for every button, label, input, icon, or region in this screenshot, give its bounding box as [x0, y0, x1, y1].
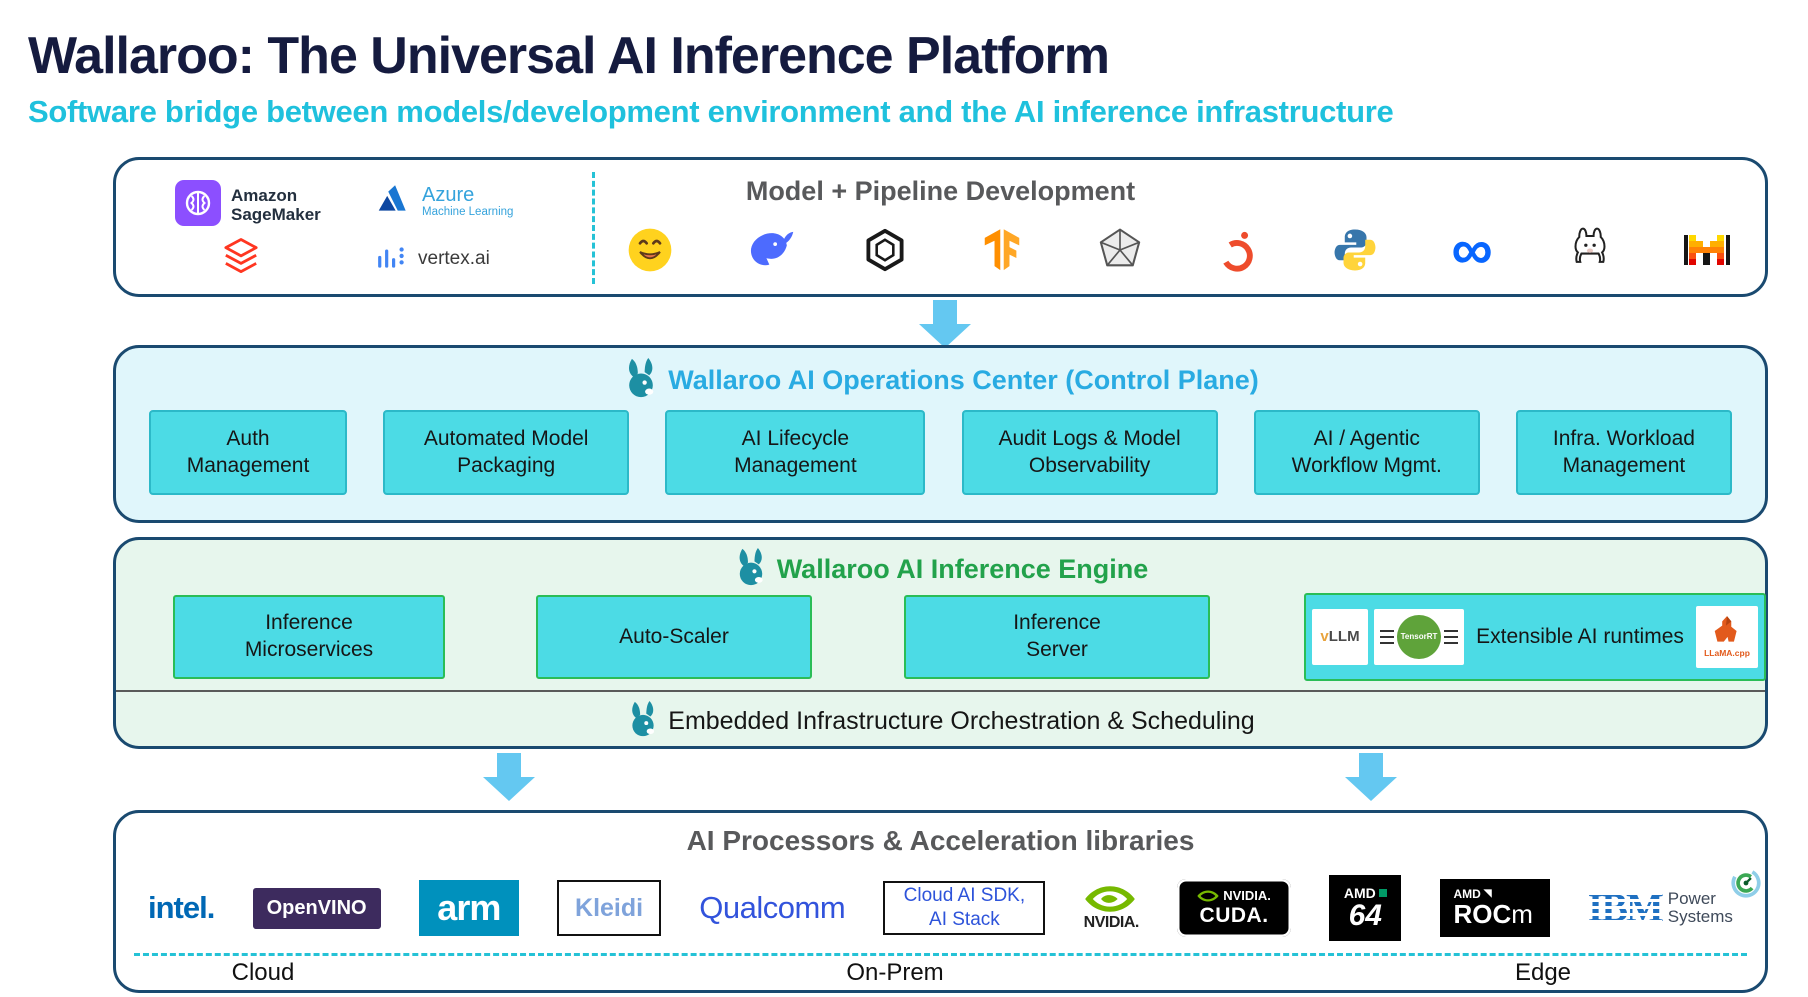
meta-icon: ∞	[1451, 217, 1493, 282]
control-plane-box: Wallaroo AI Operations Center (Control P…	[113, 345, 1768, 523]
module-auth-management: Auth Management	[149, 410, 347, 495]
zone-label-on-prem: On-Prem	[846, 959, 944, 986]
qualcomm-logo: Qualcomm	[699, 890, 846, 925]
ai-processors-box: AI Processors & Acceleration libraries i…	[113, 810, 1768, 993]
ai-processors-title: AI Processors & Acceleration libraries	[686, 825, 1195, 856]
page-subtitle: Software bridge between models/developme…	[28, 94, 1394, 129]
control-plane-modules-row: Auth Management Automated Model Packagin…	[149, 410, 1732, 495]
inference-engine-box: Wallaroo AI Inference Engine Inference M…	[113, 537, 1768, 749]
module-ai-agentic-workflow-mgmt: AI / Agentic Workflow Mgmt.	[1253, 410, 1480, 495]
down-arrow-icon	[483, 753, 535, 801]
arm-logo: arm	[418, 880, 519, 936]
inference-engine-header: Wallaroo AI Inference Engine	[116, 548, 1765, 591]
amd-rocm-badge: AMD◥ ROCm	[1439, 879, 1550, 937]
vertical-dashed-divider	[592, 172, 595, 284]
embedded-infrastructure-strip: Embedded Infrastructure Orchestration & …	[116, 692, 1765, 750]
cloud-ai-sdk-badge: Cloud AI SDK, AI Stack	[883, 881, 1046, 935]
vertex-ai-label: vertex.ai	[418, 248, 490, 270]
engine-strip-divider	[116, 690, 1765, 692]
module-extensible-ai-runtimes: vLLM TensorRT Extensible AI runtimes LLa…	[1304, 593, 1766, 681]
model-pipeline-development-box: Model + Pipeline Development Amazon Sage…	[113, 157, 1768, 297]
sagemaker-label-line1: Amazon	[231, 185, 298, 205]
module-inference-server: Inference Server	[904, 595, 1210, 679]
kleidi-logo: Kleidi	[557, 880, 662, 936]
ollama-icon	[1561, 221, 1619, 279]
module-audit-logs-model-observability: Audit Logs & Model Observability	[961, 410, 1218, 495]
hugging-face-icon	[621, 221, 679, 279]
module-automated-model-packaging: Automated Model Packaging	[383, 410, 630, 495]
vertex-ai-icon	[376, 244, 408, 275]
processors-logos-row: intel. OpenVINO arm Kleidi Qualcomm Clou…	[148, 865, 1761, 951]
wallaroo-icon	[626, 700, 660, 742]
page-title: Wallaroo: The Universal AI Inference Pla…	[28, 27, 1110, 85]
llama-cpp-logo: LLaMA.cpp	[1696, 606, 1758, 668]
wallaroo-icon	[733, 548, 769, 591]
power-systems-gauge-icon	[1729, 866, 1763, 905]
amd-arrow-icon: ◥	[1483, 888, 1492, 900]
azure-icon	[374, 182, 412, 221]
module-ai-lifecycle-management: AI Lifecycle Management	[665, 410, 926, 495]
azure-label-line1: Azure	[422, 184, 475, 207]
inference-engine-title: Wallaroo AI Inference Engine	[776, 554, 1149, 584]
amd-arrow-icon	[1378, 889, 1387, 897]
module-auto-scaler: Auto-Scaler	[536, 595, 812, 679]
embedded-infrastructure-label: Embedded Infrastructure Orchestration & …	[668, 706, 1255, 735]
openai-icon	[856, 221, 914, 279]
llama-origami-icon	[1714, 616, 1737, 642]
tensorrt-logo: TensorRT	[1374, 609, 1464, 665]
amd64-badge: AMD 64	[1329, 875, 1402, 941]
down-arrow-icon	[919, 300, 971, 348]
extensible-ai-runtimes-label: Extensible AI runtimes	[1476, 624, 1684, 648]
wallaroo-icon	[622, 358, 660, 403]
ibm-wordmark: IBM	[1587, 888, 1664, 928]
model-dev-tools-row: ∞	[621, 218, 1736, 282]
python-icon	[1326, 221, 1384, 279]
nvidia-cuda-badge: NVIDIA. CUDA.	[1177, 879, 1292, 937]
control-plane-header: Wallaroo AI Operations Center (Control P…	[116, 358, 1765, 403]
sagemaker-label-line2: SageMaker	[231, 204, 321, 224]
module-infra-workload-management: Infra. Workload Management	[1515, 410, 1732, 495]
databricks-logo	[220, 236, 262, 283]
vertex-ai-logo: vertex.ai	[376, 244, 490, 275]
nvidia-logo: NVIDIA.	[1084, 885, 1139, 932]
zone-dashed-divider	[134, 953, 1747, 956]
mistral-icon	[1678, 221, 1736, 279]
intel-logo: intel.	[148, 890, 215, 925]
vllm-logo: vLLM	[1312, 609, 1368, 665]
sagemaker-icon	[175, 180, 221, 231]
control-plane-title: Wallaroo AI Operations Center (Control P…	[668, 365, 1259, 395]
ibm-stripes	[1587, 888, 1662, 928]
zone-label-cloud: Cloud	[231, 959, 295, 986]
openvino-logo: OpenVINO	[252, 887, 381, 929]
ibm-power-systems-logo: IBM Power Systems	[1587, 868, 1761, 928]
deepseek-whale-icon	[738, 221, 796, 279]
amazon-sagemaker-logo: Amazon SageMaker	[175, 180, 321, 231]
circuit-lines-icon	[1444, 630, 1458, 644]
tensorflow-icon	[973, 221, 1031, 279]
pytorch-icon	[1208, 221, 1266, 279]
azure-ml-logo: Azure Machine Learning	[374, 182, 513, 221]
module-inference-microservices: Inference Microservices	[173, 595, 445, 679]
databricks-icon	[220, 236, 262, 283]
down-arrow-icon	[1345, 753, 1397, 801]
model-pipeline-development-title: Model + Pipeline Development	[745, 176, 1136, 206]
zone-label-edge: Edge	[1514, 959, 1572, 986]
azure-label-line2: Machine Learning	[422, 206, 514, 219]
nvidia-eye-icon	[1084, 885, 1135, 912]
nvidia-eye-icon	[1197, 890, 1219, 901]
circuit-lines-icon	[1380, 630, 1394, 644]
onnx-icon	[1091, 221, 1149, 279]
